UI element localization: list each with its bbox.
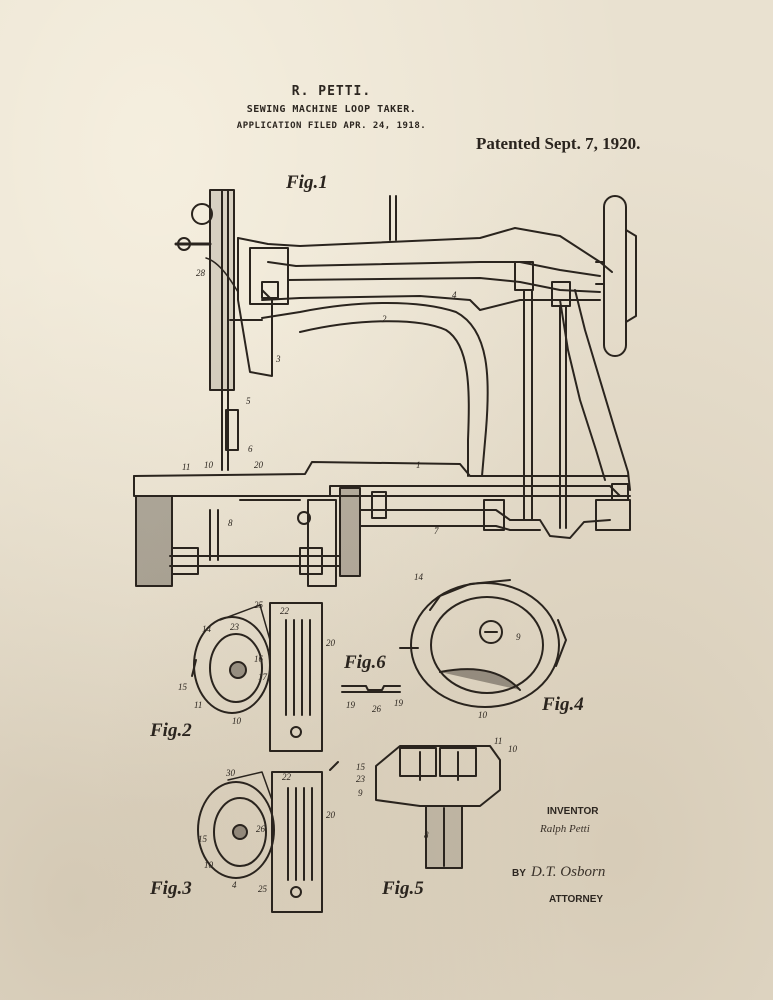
ref-numeral: 10 — [204, 860, 214, 870]
ref-numeral: 2 — [382, 314, 387, 324]
fig5-label: Fig.5 — [381, 878, 424, 899]
ref-numeral: 4 — [232, 880, 237, 890]
ref-numeral: 17 — [258, 672, 268, 682]
ref-numeral: 14 — [202, 624, 212, 634]
ref-numeral: 8 — [228, 518, 233, 528]
ref-numeral: 11 — [194, 700, 202, 710]
attorney-signature: D.T. Osborn — [531, 864, 606, 880]
ref-numeral: 9 — [516, 632, 521, 642]
attorney-caption: ATTORNEY — [549, 894, 604, 905]
fig1-label: Fig.1 — [285, 172, 328, 193]
inventor-signature: Ralph Petti — [540, 823, 590, 835]
ref-numeral: 20 — [254, 460, 264, 470]
ref-numeral: 25 — [254, 600, 264, 610]
ref-numeral: 11 — [182, 462, 190, 472]
ref-numeral: 22 — [280, 606, 290, 616]
patent-title: SEWING MACHINE LOOP TAKER. — [246, 104, 417, 115]
ref-numeral: 5 — [246, 396, 251, 406]
ref-numeral: 25 — [258, 884, 268, 894]
ref-numeral: 19 — [394, 698, 404, 708]
inventor-name: R. PETTI. — [291, 84, 372, 99]
ref-numeral: 30 — [225, 768, 236, 778]
ref-numeral: 20 — [326, 810, 336, 820]
patented-date: Patented Sept. 7, 1920. — [476, 134, 641, 153]
ref-numeral: 28 — [196, 268, 206, 278]
ref-numeral: 15 — [178, 682, 188, 692]
ref-numeral: 19 — [346, 700, 356, 710]
ref-numeral: 26 — [372, 704, 382, 714]
ref-numeral: 3 — [275, 354, 281, 364]
ref-numeral: 8 — [424, 830, 429, 840]
by-caption: BY — [512, 868, 526, 879]
ref-numeral: 7 — [434, 526, 439, 536]
fig2-loop-taker — [191, 602, 323, 752]
fig3-loop-taker — [197, 761, 339, 913]
fig6-label: Fig.6 — [343, 652, 386, 673]
ref-numeral: 1 — [416, 460, 421, 470]
fig4-hook — [399, 579, 567, 708]
ref-numeral: 16 — [254, 654, 264, 664]
fig4-label: Fig.4 — [541, 694, 584, 715]
ref-numeral: 14 — [414, 572, 424, 582]
ref-numeral: 11 — [494, 736, 502, 746]
application-filed-date: APPLICATION FILED APR. 24, 1918. — [236, 121, 427, 131]
fig1-sewing-machine — [133, 189, 637, 587]
ref-numeral: 23 — [230, 622, 240, 632]
fig6-plate — [341, 685, 401, 693]
ref-numeral: 9 — [358, 788, 363, 798]
ref-numeral: 20 — [326, 638, 336, 648]
ref-numeral: 22 — [282, 772, 292, 782]
ref-numeral: 23 — [356, 774, 366, 784]
ref-numeral: 26 — [256, 824, 266, 834]
fig2-label: Fig.2 — [149, 720, 192, 741]
ref-numeral: 6 — [248, 444, 253, 454]
ref-numeral: 15 — [198, 834, 208, 844]
fig5-section — [375, 745, 501, 869]
ref-numeral: 10 — [478, 710, 488, 720]
ref-numeral: 10 — [204, 460, 214, 470]
ref-numeral: 15 — [356, 762, 366, 772]
ref-numeral: 4 — [452, 290, 457, 300]
ref-numeral: 10 — [232, 716, 242, 726]
inventor-caption: INVENTOR — [547, 806, 599, 817]
ref-numeral: 10 — [508, 744, 518, 754]
fig3-label: Fig.3 — [149, 878, 192, 899]
